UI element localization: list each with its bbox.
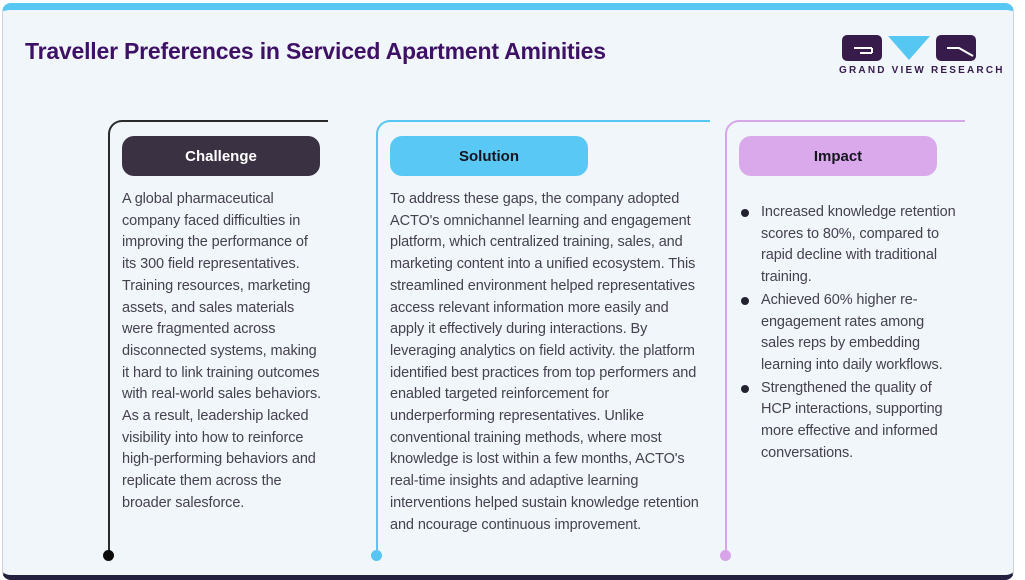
impact-bullet-text: Achieved 60% higher re-engagement rates … (761, 291, 943, 373)
impact-bullet: Increased knowledge retention scores to … (739, 202, 961, 289)
impact-end-dot (720, 550, 731, 561)
gvr-logo-icon (839, 35, 985, 62)
challenge-card: Challenge A global pharmaceutical compan… (103, 120, 328, 561)
solution-header-pill: Solution (390, 136, 588, 176)
solution-end-dot (371, 550, 382, 561)
impact-card: Impact Increased knowledge retention sco… (720, 120, 965, 561)
bullet-dot-icon (741, 384, 749, 393)
impact-bullet: Achieved 60% higher re-engagement rates … (739, 290, 961, 377)
bullet-dot-icon (741, 296, 749, 305)
slide-canvas: Traveller Preferences in Serviced Apartm… (2, 3, 1014, 580)
solution-body-text: To address these gaps, the company adopt… (390, 191, 699, 533)
challenge-body-text: A global pharmaceutical company faced di… (122, 191, 322, 511)
impact-bullet-text: Increased knowledge retention scores to … (761, 204, 956, 286)
solution-card: Solution To address these gaps, the comp… (371, 120, 710, 561)
bullet-dot-icon (741, 209, 749, 217)
page-title: Traveller Preferences in Serviced Apartm… (25, 38, 606, 64)
impact-header-pill: Impact (739, 136, 937, 176)
challenge-header-pill: Challenge (122, 136, 320, 176)
brand-name: GRAND VIEW RESEARCH (839, 65, 1005, 76)
impact-bullet-list: Increased knowledge retention scores to … (739, 202, 961, 464)
impact-bullet-text: Strengthened the quality of HCP interact… (761, 379, 943, 461)
challenge-end-dot (103, 550, 114, 561)
impact-bullet: Strengthened the quality of HCP interact… (739, 378, 961, 465)
brand-logo: GRAND VIEW RESEARCH (839, 35, 1005, 76)
